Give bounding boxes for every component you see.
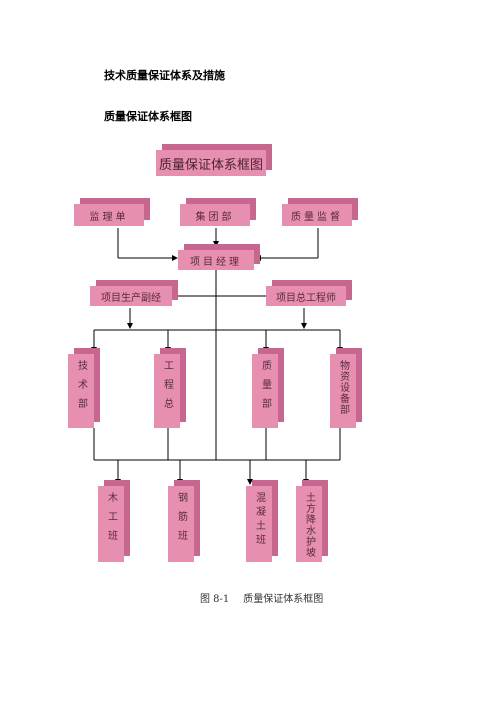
- org-box-materials-dept: 物资设备部: [330, 354, 356, 428]
- org-box-concrete-team: 混凝土班: [246, 486, 272, 562]
- figure-caption-text: 质量保证体系框图: [243, 594, 324, 605]
- org-box-carpentry-team: 木工班: [98, 486, 124, 562]
- org-box-chief-engineer: 项目总工程师: [266, 286, 346, 306]
- org-box-project-manager: 项目经理: [178, 250, 254, 270]
- org-box-earthwork-team: 土方降水护坡: [296, 486, 322, 562]
- org-box-tech-dept: 技术部: [68, 354, 94, 428]
- figure-number: 图 8-1: [200, 594, 230, 605]
- org-box-engineering: 工程总: [154, 354, 180, 428]
- org-box-production-deputy: 项目生产副经: [90, 286, 172, 306]
- org-box-quality-dept: 质量部: [252, 354, 278, 428]
- chart-title-box: 质量保证体系框图: [156, 150, 266, 176]
- org-box-supervision: 监理单: [74, 204, 144, 226]
- org-box-quality-supervision: 质量监督: [282, 204, 352, 226]
- org-box-rebar-team: 钢筋班: [168, 486, 194, 562]
- subsection-heading: 质量保证体系框图: [104, 110, 192, 123]
- org-box-group: 集团部: [180, 204, 250, 226]
- section-heading: 技术质量保证体系及措施: [104, 69, 225, 82]
- figure-caption: 图 8-1 质量保证体系框图: [200, 590, 337, 605]
